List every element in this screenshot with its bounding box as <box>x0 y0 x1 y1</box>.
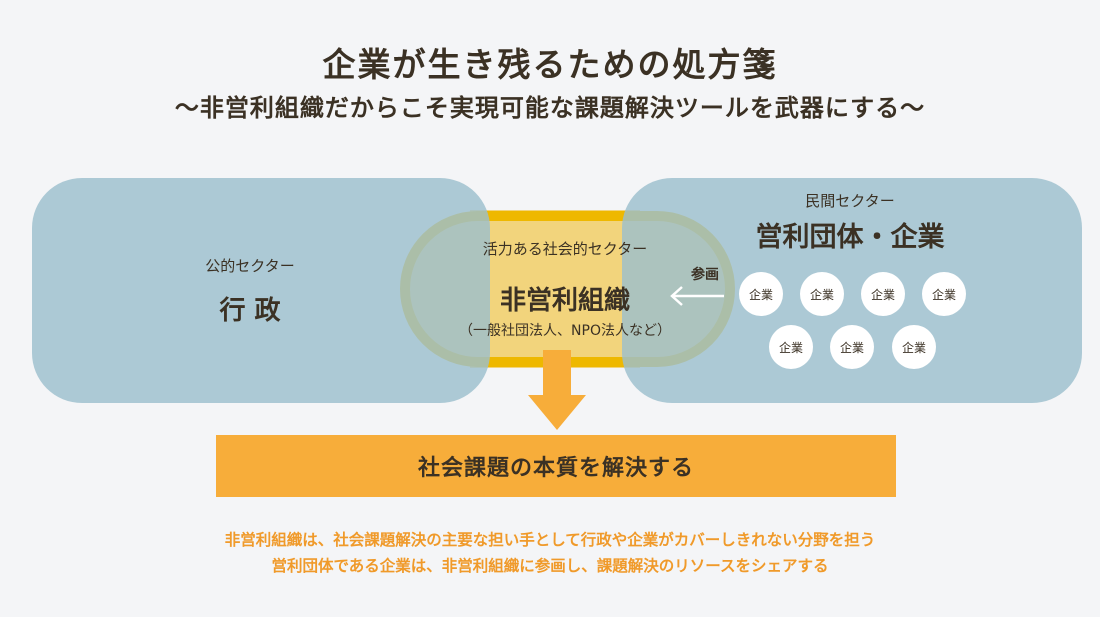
company-circle: 企業 <box>830 325 874 369</box>
page-subtitle: 〜非営利組織だからこそ実現可能な課題解決ツールを武器にする〜 <box>174 94 926 122</box>
nonprofit-examples: （一般社団法人、NPO法人など） <box>459 323 671 339</box>
public-sector-box <box>32 178 490 403</box>
company-circle: 企業 <box>769 325 813 369</box>
company-circle: 企業 <box>861 272 905 316</box>
private-sector-name: 営利団体・企業 <box>755 222 945 253</box>
company-circle: 企業 <box>739 272 783 316</box>
public-sector-name: 行 政 <box>219 296 281 326</box>
nonprofit-sector-label: 活力ある社会的セクター <box>482 240 648 258</box>
company-circle: 企業 <box>800 272 844 316</box>
note-line-1: 非営利組織は、社会課題解決の主要な担い手として行政や企業がカバーしきれない分野を… <box>224 531 876 549</box>
company-circle: 企業 <box>922 272 966 316</box>
private-sector-box <box>622 178 1082 403</box>
page-title: 企業が生き残るための処方箋 <box>322 45 778 84</box>
left-arrow-icon <box>670 286 724 306</box>
nonprofit-name: 非営利組織 <box>499 286 630 316</box>
solution-banner: 社会課題の本質を解決する <box>216 435 896 497</box>
private-sector-label: 民間セクター <box>805 192 895 210</box>
note-line-2: 営利団体である企業は、非営利組織に参画し、課題解決のリソースをシェアする <box>271 557 829 575</box>
company-circle: 企業 <box>892 325 936 369</box>
public-sector-label: 公的セクター <box>205 257 295 275</box>
down-arrow-icon <box>528 350 586 430</box>
participation-label: 参画 <box>691 267 719 283</box>
